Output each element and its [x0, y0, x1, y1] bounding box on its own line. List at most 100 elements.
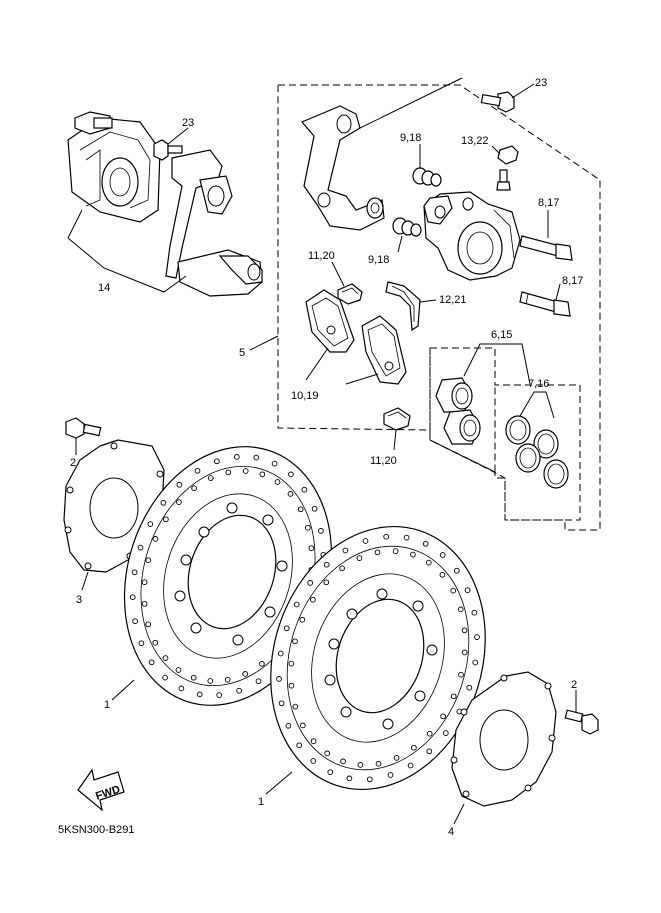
vent-hole: [310, 758, 317, 764]
vent-hole: [214, 458, 220, 465]
vent-hole: [339, 565, 345, 572]
vent-hole: [304, 524, 311, 531]
label-12-21: 12,21: [439, 294, 467, 306]
vent-hole: [357, 762, 364, 768]
label-3: 3: [76, 594, 82, 606]
label-9-18-lower: 9,18: [368, 254, 389, 266]
vent-hole: [374, 549, 381, 556]
brake-pad-rear: [361, 315, 407, 385]
vent-hole: [259, 660, 265, 667]
vent-hole: [403, 534, 410, 541]
cover-plate-4: [450, 671, 557, 807]
label-13-22: 13,22: [461, 135, 489, 147]
label-14: 14: [98, 282, 110, 294]
vent-hole: [426, 748, 433, 755]
vent-hole: [175, 667, 182, 673]
vent-hole: [242, 671, 249, 677]
vent-hole: [439, 571, 446, 578]
vent-hole: [383, 533, 390, 540]
vent-hole: [225, 469, 232, 476]
vent-hole: [283, 625, 290, 632]
seal-kit-boundary: [429, 347, 581, 521]
vent-hole: [392, 548, 399, 554]
label-11-20-lower: 11,20: [370, 455, 397, 467]
vent-hole: [190, 674, 197, 681]
vent-hole: [458, 671, 464, 678]
vent-hole: [323, 561, 330, 568]
pad-spring-upper: [337, 283, 363, 305]
seal-rings: [505, 415, 569, 489]
vent-hole: [411, 744, 417, 751]
vent-hole: [310, 596, 316, 603]
vent-hole: [253, 454, 260, 461]
vent-hole: [442, 730, 449, 736]
vent-hole: [129, 594, 136, 601]
label-2-left: 2: [70, 457, 76, 469]
vent-hole: [474, 634, 480, 640]
label-23-right: 23: [535, 77, 547, 89]
boot-lower: [392, 217, 422, 237]
vent-hole: [293, 601, 300, 608]
caliper-bracket: [301, 105, 385, 231]
vent-hole: [426, 730, 433, 737]
bolt-23-right: [480, 91, 515, 113]
vent-hole: [191, 485, 197, 492]
vent-hole: [440, 713, 446, 720]
bolt-2-left: [65, 417, 102, 439]
vent-hole: [346, 775, 353, 782]
bolt-2-right: [564, 709, 599, 735]
vent-hole: [292, 638, 298, 645]
vent-hole: [277, 650, 284, 657]
vent-hole: [471, 609, 478, 616]
label-11-20-upper: 11,20: [308, 250, 335, 262]
vent-hole: [178, 685, 185, 692]
label-9-18-upper: 9,18: [400, 132, 421, 144]
vent-hole: [145, 621, 152, 628]
diagram-code: 5KSN300-B291: [58, 824, 134, 836]
vent-hole: [242, 468, 249, 474]
label-8-17-lower: 8,17: [562, 275, 583, 287]
vent-hole: [132, 618, 138, 625]
vent-hole: [327, 769, 334, 776]
vent-hole: [362, 538, 369, 544]
bleed-screw: [496, 145, 519, 191]
vent-hole: [131, 569, 138, 576]
caliper-body: [423, 191, 521, 281]
vent-hole: [288, 660, 295, 667]
vent-hole: [216, 692, 223, 698]
vent-hole: [147, 521, 154, 527]
vent-hole: [450, 693, 457, 700]
piston-upper: [435, 377, 473, 413]
label-23-left: 23: [182, 117, 194, 129]
vent-hole: [271, 460, 278, 467]
vent-hole: [278, 700, 285, 707]
vent-hole: [152, 536, 159, 542]
label-1-right: 1: [258, 796, 264, 808]
vent-hole: [324, 750, 331, 757]
vent-hole: [141, 579, 148, 586]
vent-hole: [299, 722, 306, 729]
label-2-right: 2: [571, 679, 577, 691]
vent-hole: [366, 776, 373, 783]
vent-hole: [145, 557, 152, 564]
vent-hole: [176, 499, 182, 505]
label-4: 4: [448, 826, 454, 838]
vent-hole: [356, 555, 363, 561]
vent-hole: [472, 659, 479, 666]
bolt-23-left: [153, 139, 183, 161]
vent-hole: [457, 606, 464, 613]
vent-hole: [308, 545, 315, 552]
vent-hole: [176, 481, 183, 488]
vent-hole: [311, 505, 318, 512]
label-5: 5: [239, 347, 245, 359]
vent-hole: [137, 544, 144, 551]
vent-hole: [323, 579, 330, 586]
vent-hole: [301, 486, 308, 493]
vent-hole: [410, 551, 416, 558]
vent-hole: [233, 454, 240, 460]
piston-kit-boundary: [429, 348, 496, 473]
vent-hole: [292, 703, 299, 710]
vent-hole: [162, 655, 169, 661]
vent-hole: [288, 682, 295, 689]
pad-spring-lower: [383, 407, 411, 431]
